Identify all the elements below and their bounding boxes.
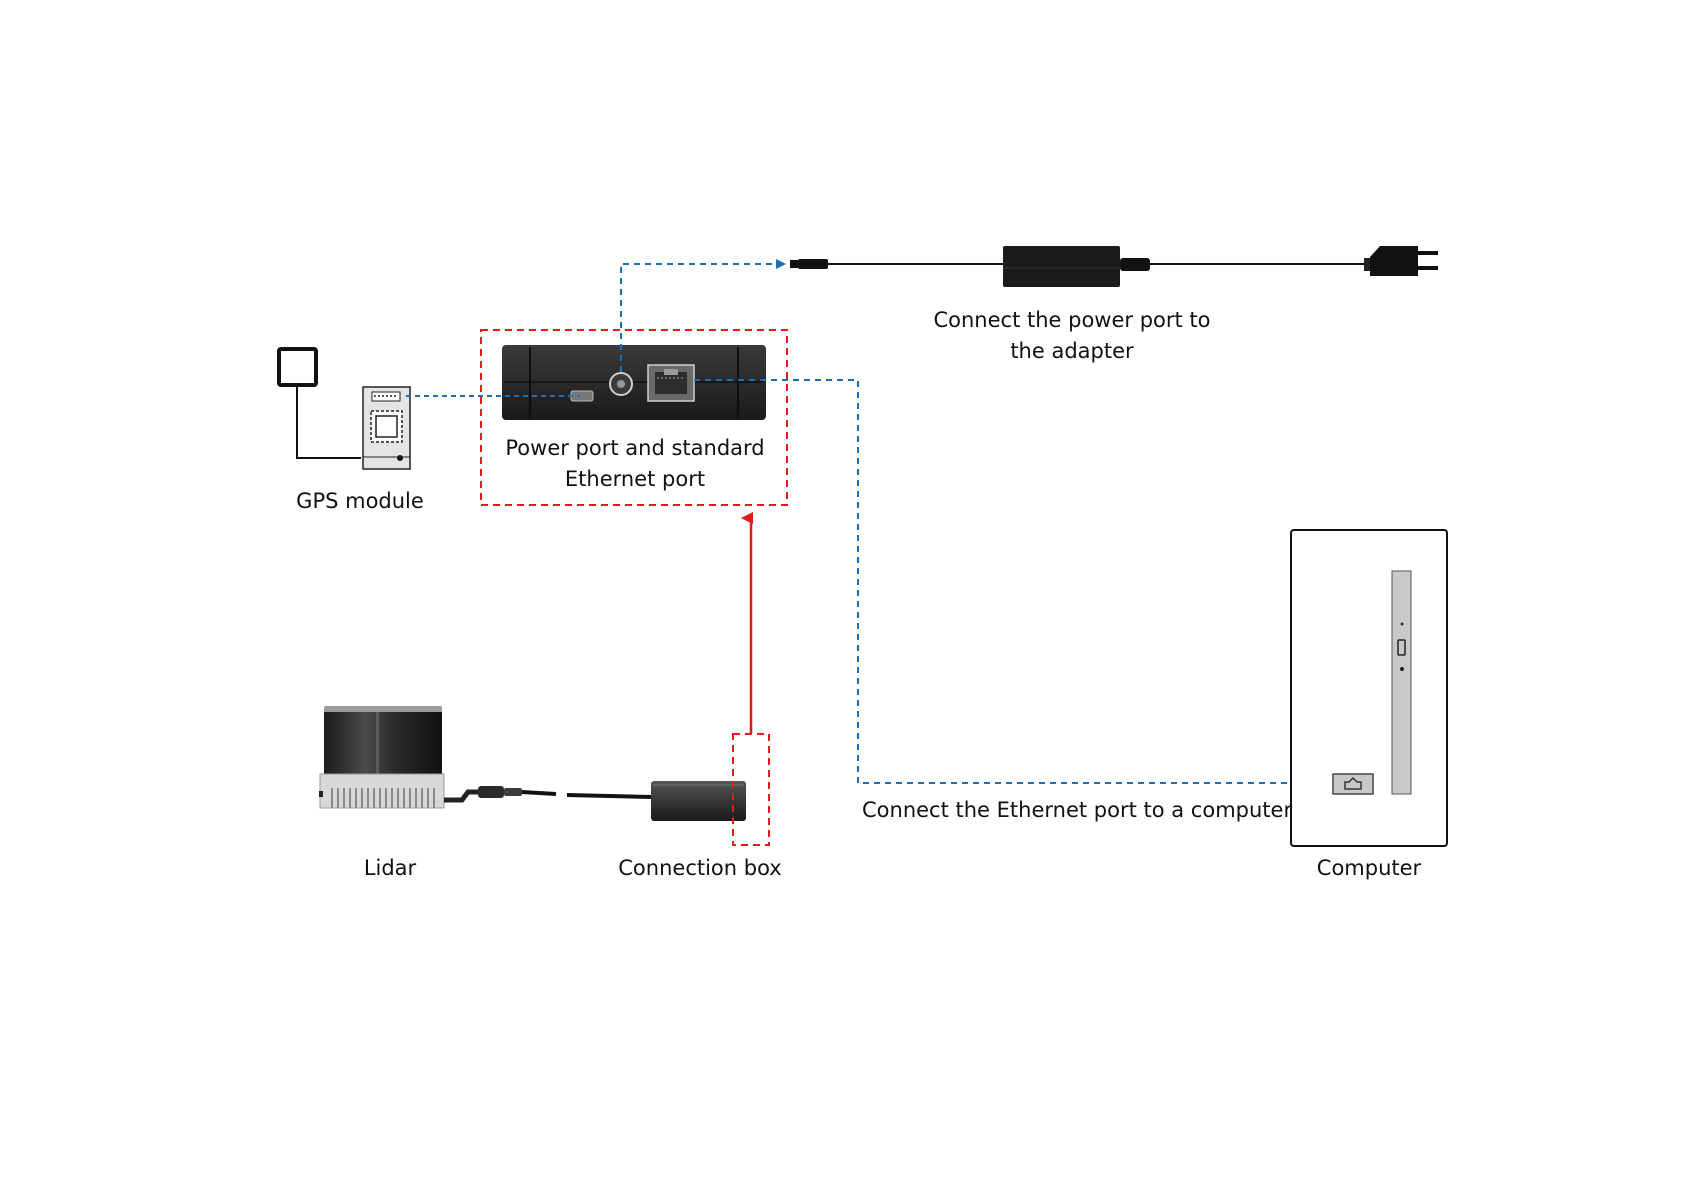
computer-label: Computer xyxy=(1304,853,1434,884)
power-jack-icon xyxy=(610,373,632,395)
computer-tower xyxy=(1291,530,1447,846)
gps-module-board xyxy=(363,387,410,469)
lidar-label: Lidar xyxy=(340,853,440,884)
connection-box-label: Connection box xyxy=(610,853,790,884)
ethernet-port-icon xyxy=(648,365,694,401)
gps-antenna-icon xyxy=(279,349,361,458)
adapter-label-line2: the adapter xyxy=(902,336,1242,367)
usb-port-icon xyxy=(571,391,593,401)
interface-box xyxy=(502,345,766,420)
lidar-device xyxy=(319,706,444,808)
gps-module-label: GPS module xyxy=(260,486,460,517)
ethernet-computer-label: Connect the Ethernet port to a computer xyxy=(862,795,1282,826)
power-adapter xyxy=(790,246,1366,287)
ethernet-connection-line xyxy=(694,380,1318,783)
connection-box-device xyxy=(651,781,746,821)
power-ethernet-label-line1: Power port and standard xyxy=(483,433,787,464)
wall-plug-icon xyxy=(1364,246,1438,276)
computer-ethernet-port-icon xyxy=(1333,774,1373,794)
power-ethernet-label-line2: Ethernet port xyxy=(483,464,787,495)
lidar-cable xyxy=(444,786,652,800)
adapter-label-line1: Connect the power port to xyxy=(902,305,1242,336)
